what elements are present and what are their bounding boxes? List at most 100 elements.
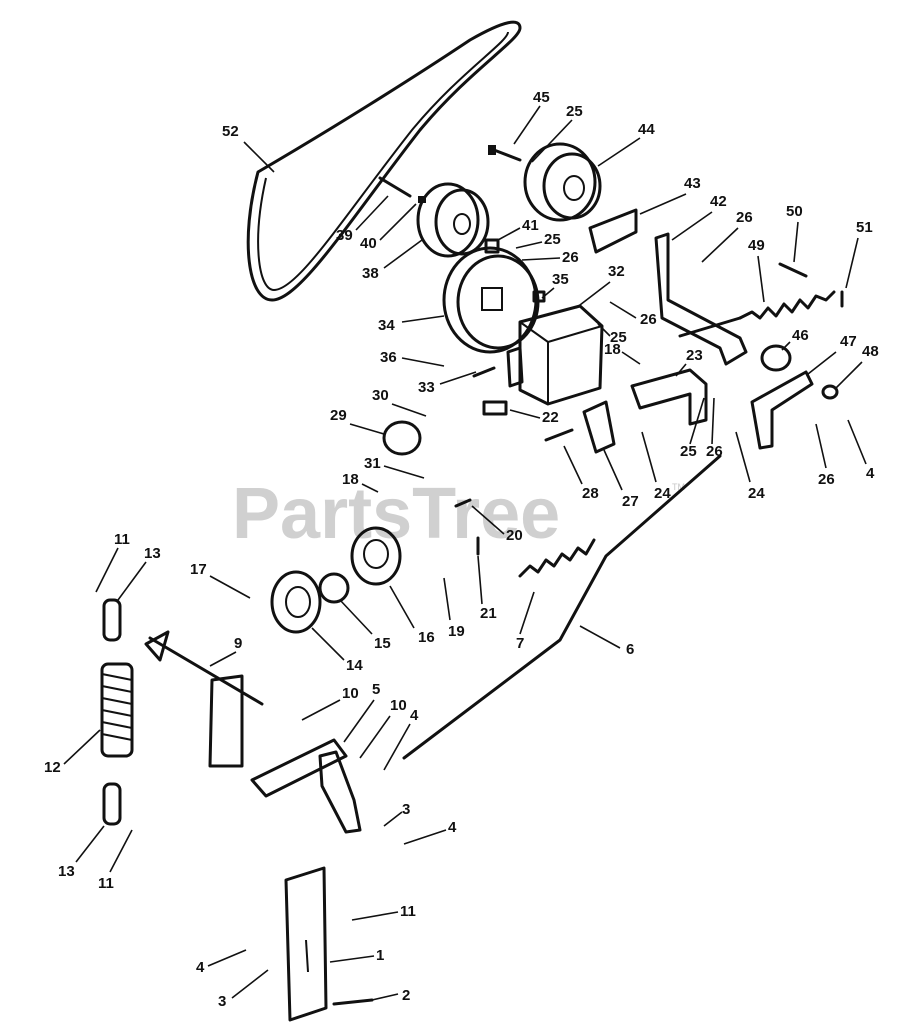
callout-46[interactable]: 46: [792, 327, 809, 344]
part-5-pedal-arm[interactable]: [250, 738, 362, 834]
callout-15[interactable]: 15: [374, 635, 391, 652]
callout-38[interactable]: 38: [362, 265, 379, 282]
callout-4[interactable]: 4: [448, 819, 457, 836]
part-34-pulley[interactable]: [442, 246, 540, 354]
callout-18[interactable]: 18: [604, 341, 621, 358]
callout-33[interactable]: 33: [418, 379, 435, 396]
part-33-bolt[interactable]: [472, 366, 496, 378]
callout-11[interactable]: 11: [114, 531, 130, 548]
callout-13[interactable]: 13: [144, 545, 161, 562]
callout-43[interactable]: 43: [684, 175, 701, 192]
callout-10[interactable]: 10: [342, 685, 359, 702]
part-14-disc[interactable]: [270, 570, 322, 634]
callout-44[interactable]: 44: [638, 121, 655, 138]
callout-21[interactable]: 21: [480, 605, 497, 622]
part-12-spring[interactable]: [100, 662, 134, 758]
callout-3[interactable]: 3: [218, 993, 226, 1010]
callout-4[interactable]: 4: [196, 959, 205, 976]
callout-30[interactable]: 30: [372, 387, 389, 404]
callout-47[interactable]: 47: [840, 333, 857, 350]
callout-11[interactable]: 11: [98, 875, 114, 892]
callout-25[interactable]: 25: [680, 443, 697, 460]
callout-11[interactable]: 11: [400, 903, 416, 920]
callout-27[interactable]: 27: [622, 493, 639, 510]
part-38-pulley[interactable]: [416, 182, 490, 258]
part-32-gearbox[interactable]: [506, 304, 604, 406]
callout-45[interactable]: 45: [533, 89, 550, 106]
callout-4[interactable]: 4: [410, 707, 419, 724]
callout-25[interactable]: 25: [544, 231, 561, 248]
callout-39[interactable]: 39: [336, 227, 353, 244]
part-49-spring[interactable]: [678, 290, 836, 338]
part-40-nut[interactable]: [418, 196, 426, 203]
callout-22[interactable]: 22: [542, 409, 559, 426]
part-20-pin[interactable]: [454, 498, 472, 508]
callout-48[interactable]: 48: [862, 343, 879, 360]
callout-41[interactable]: 41: [522, 217, 539, 234]
callout-35[interactable]: 35: [552, 271, 569, 288]
part-9-shaft[interactable]: [144, 630, 264, 768]
callout-51[interactable]: 51: [856, 219, 873, 236]
callout-17[interactable]: 17: [190, 561, 207, 578]
part-46-washer[interactable]: [760, 344, 792, 372]
part-48-washer[interactable]: [821, 384, 839, 400]
callout-12[interactable]: 12: [44, 759, 61, 776]
callout-52[interactable]: 52: [222, 123, 239, 140]
callout-26[interactable]: 26: [562, 249, 579, 266]
callout-9[interactable]: 9: [234, 635, 242, 652]
callout-29[interactable]: 29: [330, 407, 347, 424]
part-43-bracket[interactable]: [588, 208, 638, 254]
part-29-cam[interactable]: [382, 420, 422, 456]
callout-6[interactable]: 6: [626, 641, 634, 658]
part-45-bolt[interactable]: [488, 145, 522, 162]
callout-26[interactable]: 26: [818, 471, 835, 488]
callout-32[interactable]: 32: [608, 263, 625, 280]
callout-7[interactable]: 7: [516, 635, 524, 652]
part-16-gear-disc[interactable]: [350, 526, 402, 586]
part-44-pulley[interactable]: [523, 142, 602, 222]
part-7-spring[interactable]: [518, 538, 596, 578]
callout-13[interactable]: 13: [58, 863, 75, 880]
callout-23[interactable]: 23: [686, 347, 703, 364]
callout-16[interactable]: 16: [418, 629, 435, 646]
callout-14[interactable]: 14: [346, 657, 363, 674]
callout-18[interactable]: 18: [342, 471, 359, 488]
callout-49[interactable]: 49: [748, 237, 765, 254]
part-39-pin[interactable]: [378, 176, 412, 198]
part-13-link-top[interactable]: [102, 598, 122, 642]
callout-10[interactable]: 10: [390, 697, 407, 714]
part-27-block[interactable]: [582, 400, 616, 454]
callout-25[interactable]: 25: [566, 103, 583, 120]
callout-31[interactable]: 31: [364, 455, 381, 472]
callout-50[interactable]: 50: [786, 203, 803, 220]
part-13-link-bottom[interactable]: [102, 782, 122, 826]
callout-25[interactable]: 25: [610, 329, 627, 346]
part-1-pedal-plate[interactable]: [284, 866, 328, 1022]
callout-5[interactable]: 5: [372, 681, 380, 698]
part-52-belt[interactable]: [246, 20, 522, 302]
callout-24[interactable]: 24: [654, 485, 671, 502]
part-50-pin[interactable]: [778, 262, 808, 278]
callout-40[interactable]: 40: [360, 235, 377, 252]
part-42-arm[interactable]: [654, 232, 748, 366]
callout-36[interactable]: 36: [380, 349, 397, 366]
part-6-rod[interactable]: [402, 454, 722, 760]
part-23-bracket[interactable]: [630, 368, 708, 426]
callout-42[interactable]: 42: [710, 193, 727, 210]
callout-26[interactable]: 26: [640, 311, 657, 328]
callout-20[interactable]: 20: [506, 527, 523, 544]
part-41-spacer[interactable]: [484, 238, 500, 254]
callout-2[interactable]: 2: [402, 987, 410, 1004]
callout-19[interactable]: 19: [448, 623, 465, 640]
callout-34[interactable]: 34: [378, 317, 395, 334]
callout-26[interactable]: 26: [736, 209, 753, 226]
part-47-bracket[interactable]: [750, 370, 814, 450]
callout-4[interactable]: 4: [866, 465, 875, 482]
callout-1[interactable]: 1: [376, 947, 384, 964]
callout-24[interactable]: 24: [748, 485, 765, 502]
part-15-collar[interactable]: [318, 572, 350, 604]
callout-28[interactable]: 28: [582, 485, 599, 502]
part-28-bolt[interactable]: [544, 428, 574, 442]
part-22-chain[interactable]: [482, 400, 508, 416]
callout-26[interactable]: 26: [706, 443, 723, 460]
